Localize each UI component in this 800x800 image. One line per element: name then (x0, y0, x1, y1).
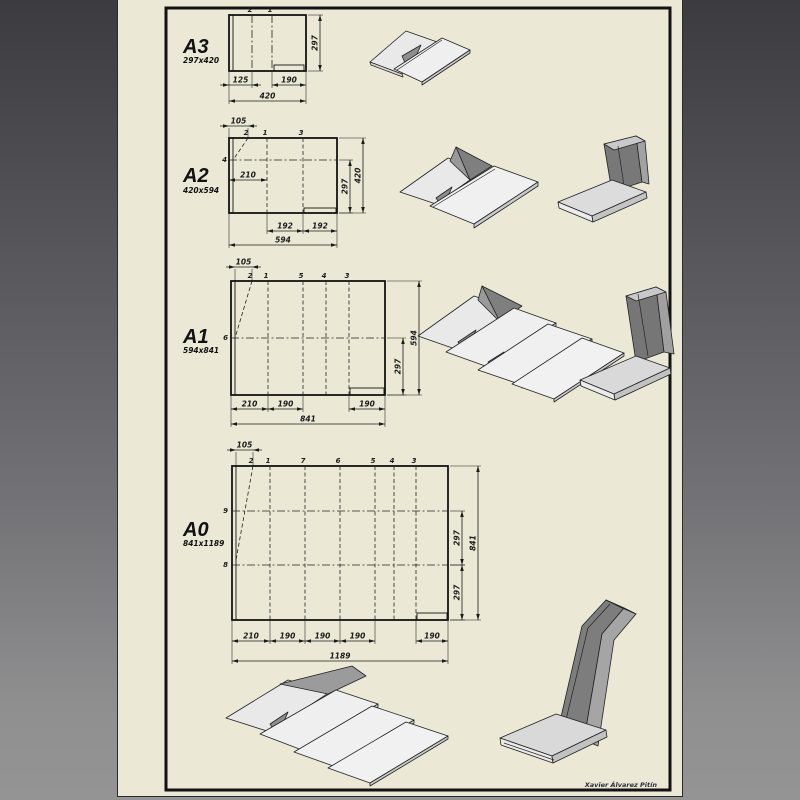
fold-number: 4 (390, 457, 395, 465)
dimension-label: 192 (277, 222, 293, 231)
dimension-label: 190 (278, 400, 294, 409)
format-label-A3: A3 (182, 36, 209, 58)
format-label-A2: A2 (182, 165, 209, 187)
fold-number: 2 (249, 457, 254, 465)
fold-number: 5 (299, 272, 304, 280)
dimension-label: 297 (311, 34, 320, 50)
a2-folded-paper-flat-illustration (399, 146, 539, 229)
signature-text: Xavier Álvarez Pitín (584, 780, 658, 789)
title-block-A1 (349, 387, 385, 396)
dimension-label: 190 (424, 632, 440, 641)
dimension-label: 297 (394, 358, 403, 374)
fold-number: 9 (223, 507, 228, 515)
fold-number: 8 (223, 561, 228, 569)
fold-number: 2 (248, 272, 253, 280)
fold-number: 1 (263, 129, 268, 137)
dimension-label: 210 (242, 400, 258, 409)
dimension-label: 190 (359, 400, 375, 409)
format-size-A3: 297x420 (183, 56, 219, 65)
dimension-label: 192 (312, 222, 328, 231)
fold-number: 1 (266, 457, 271, 465)
dimension-label: 105 (231, 117, 247, 126)
format-label-A1: A1 (182, 326, 209, 348)
title-block-A3 (273, 64, 305, 72)
dimension-label: 594 (275, 236, 291, 245)
dimension-label: 105 (237, 441, 253, 450)
dimension-label: 190 (280, 632, 296, 641)
fold-number: 1 (268, 6, 273, 14)
signature-block: Xavier Álvarez Pitín (584, 780, 658, 789)
dimension-label: 420 (354, 168, 363, 184)
fold-number: 3 (345, 272, 350, 280)
sheet-outline-A3 (228, 14, 307, 72)
fold-number: 4 (222, 156, 227, 164)
dimension-label: 841 (300, 415, 316, 424)
fold-number: 6 (223, 334, 228, 342)
dimension-label: 105 (236, 258, 252, 267)
dimension-label: 190 (281, 76, 297, 85)
format-label-A0: A0 (182, 519, 209, 541)
a0-folded-paper-flat-illustration (225, 665, 449, 787)
dimension-label: 297 (453, 584, 462, 600)
dimension-label: 841 (469, 535, 478, 551)
a0-folded-paper-standing-illustration (499, 599, 637, 764)
fold-number: 7 (301, 457, 306, 465)
fold-number: 1 (264, 272, 269, 280)
a3-folded-paper-illustration (369, 30, 471, 86)
fold-number: 2 (244, 129, 249, 137)
dimension-label: 190 (350, 632, 366, 641)
fold-number: 2 (248, 6, 253, 14)
title-block-A2 (303, 207, 337, 214)
fold-number: 3 (412, 457, 417, 465)
dimension-label: 297 (341, 178, 350, 194)
a1-folded-paper-standing-illustration (579, 286, 675, 401)
dimension-label: 1189 (330, 652, 351, 661)
dimension-label: 190 (315, 632, 331, 641)
sheet-outline-A2 (228, 137, 338, 214)
dimension-label: 210 (243, 632, 259, 641)
dimension-label: 594 (410, 330, 419, 346)
fold-number: 3 (299, 129, 304, 137)
fold-number: 4 (322, 272, 327, 280)
drawing-frame (164, 6, 672, 792)
format-size-A1: 594x841 (183, 346, 219, 355)
format-size-A0: 841x1189 (183, 539, 224, 548)
format-size-A2: 420x594 (183, 186, 219, 195)
fold-number: 5 (371, 457, 376, 465)
dimension-label: 297 (453, 529, 462, 545)
dimension-label: 125 (233, 76, 249, 85)
title-block-A0 (416, 612, 448, 621)
fold-number: 6 (336, 457, 341, 465)
a2-folded-paper-standing-illustration (557, 135, 650, 223)
dimension-label: 420 (260, 92, 276, 101)
dimension-label: 210 (240, 171, 256, 180)
